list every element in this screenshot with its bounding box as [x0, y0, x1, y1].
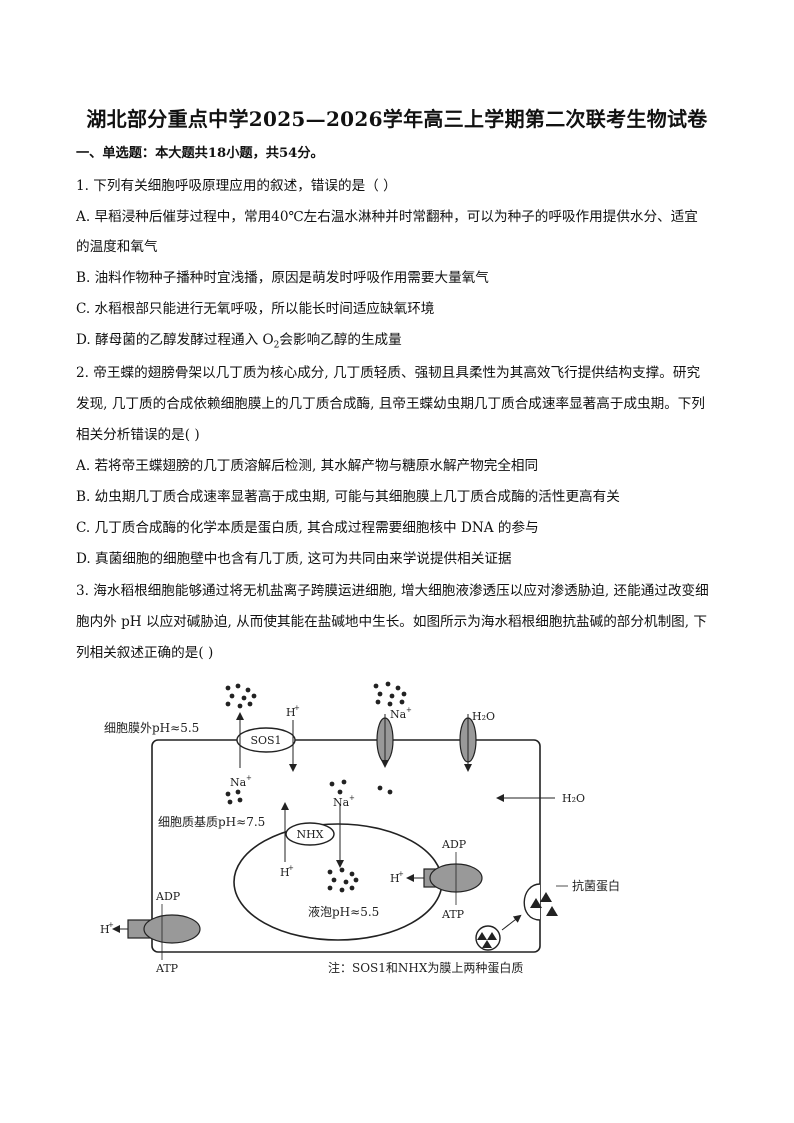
antibacterial-protein-label: 抗菌蛋白 [572, 878, 620, 893]
vacuole-h-plus: + [398, 870, 404, 878]
q1-option-d-post: 会影响乙醇的生成量 [279, 332, 402, 348]
channel-na-label: Na [390, 708, 407, 721]
q2-option-b: B. 幼虫期几丁质合成速率显著高于成虫期, 可能与其细胞膜上几丁质合成酶的活性更… [76, 489, 620, 505]
exam-title: 湖北部分重点中学2025—2026学年高三上学期第二次联考生物试卷 [86, 107, 708, 131]
nhx-na-plus: + [349, 794, 355, 802]
salt-tolerance-diagram: 细胞膜外pH≈5.5 细胞质基质pH≈7.5 液泡pH≈5.5 SOS1 H +… [100, 680, 634, 980]
q1-option-b: B. 油料作物种子播种时宜浅播，原因是萌发时呼吸作用需要大量氧气 [76, 270, 489, 286]
membrane-h-plus: + [108, 921, 114, 929]
q2-option-a: A. 若将帝王蝶翅膀的几丁质溶解后检测, 其水解产物与糖原水解产物完全相同 [76, 458, 539, 474]
cytoplasm-ph-label: 细胞质基质pH≈7.5 [158, 815, 265, 829]
sos1-na-plus: + [246, 774, 252, 782]
sos1-h-label: H [286, 706, 296, 719]
q1-stem: 1. 下列有关细胞呼吸原理应用的叙述，错误的是（ ） [76, 178, 397, 194]
vacuole-ph-label: 液泡pH≈5.5 [308, 904, 379, 919]
channel-h2o-label: H₂O [472, 710, 495, 723]
protein-triangles-released [530, 892, 558, 916]
q2-stem-line2: 发现, 几丁质的合成依赖细胞膜上的几丁质合成酶, 且帝王蝶幼虫期几丁质合成速率显… [76, 396, 705, 412]
nhx-protein [285, 822, 335, 846]
diagram-svg: 细胞膜外pH≈5.5 细胞质基质pH≈7.5 液泡pH≈5.5 SOS1 H +… [100, 681, 620, 975]
q2-stem-line3: 相关分析错误的是( ) [76, 427, 200, 443]
sos1-protein [236, 727, 296, 753]
inside-h2o-label: H₂O [562, 792, 585, 805]
q3-stem-line2: 胞内外 pH 以应对碱胁迫, 从而使其能在盐碱地中生长。如图所示为海水稻根细胞抗… [76, 614, 708, 630]
section-header: 一、单选题：本大题共18小题，共54分。 [76, 146, 324, 161]
sos1-h-plus: + [294, 704, 300, 712]
protein-triangles-vesicle [477, 932, 497, 948]
membrane-atp-label: ATP [155, 962, 179, 975]
nhx-h-label: H [280, 866, 290, 879]
membrane-proton-pump [143, 914, 201, 944]
q3-stem-line3: 列相关叙述正确的是( ) [76, 645, 214, 661]
vacuole-adp-label: ADP [441, 838, 467, 851]
q1-option-c: C. 水稻根部只能进行无氧呼吸，所以能长时间适应缺氧环境 [76, 301, 435, 317]
q1-option-a-line1: A. 早稻浸种后催芽过程中，常用40℃左右温水淋种并时常翻种，可以为种子的呼吸作… [76, 209, 698, 225]
nhx-h-plus: + [288, 864, 294, 872]
q1-option-d: D. 酵母菌的乙醇发酵过程通入 O2会影响乙醇的生成量 [76, 331, 726, 355]
figure-note: 注：SOS1和NHX为膜上两种蛋白质 [328, 960, 523, 975]
na-dots-cytoplasm [329, 779, 347, 795]
vesicle-to-membrane-arrow [501, 914, 522, 931]
na-dots-inside-2 [377, 785, 393, 795]
vacuole [233, 823, 443, 941]
q2-stem-line1: 2. 帝王蝶的翅膀骨架以几丁质为核心成分, 几丁质轻质、强韧且具柔性为其高效飞行… [76, 365, 701, 381]
na-dots-inside-1 [225, 789, 243, 805]
nhx-label: NHX [296, 828, 323, 841]
nhx-na-label: Na [333, 796, 350, 809]
vacuole-h-label: H [390, 872, 400, 885]
sos1-na-label: Na [230, 776, 247, 789]
q1-option-a-line2: 的温度和氧气 [76, 239, 158, 255]
q1-option-d-pre: D. 酵母菌的乙醇发酵过程通入 O [76, 332, 274, 348]
na-dots-vacuole [327, 867, 359, 893]
sos1-label: SOS1 [250, 734, 281, 747]
membrane-h-label: H [100, 923, 110, 936]
na-dots-outside-1 [225, 683, 257, 709]
exocytosis-vesicle [523, 883, 541, 921]
cell-membrane [151, 739, 541, 953]
na-dots-outside-2 [373, 681, 407, 707]
channel-na-plus: + [406, 706, 412, 714]
q2-option-c: C. 几丁质合成酶的化学本质是蛋白质, 其合成过程需要细胞核中 DNA 的参与 [76, 520, 539, 536]
vacuole-atp-label: ATP [441, 908, 465, 921]
membrane-adp-label: ADP [155, 890, 181, 903]
q3-stem-line1: 3. 海水稻根细胞能够通过将无机盐离子跨膜运进细胞, 增大细胞液渗透压以应对渗透… [76, 583, 709, 599]
outside-ph-label: 细胞膜外pH≈5.5 [104, 721, 199, 735]
q1-option-d-sub: 2 [273, 340, 280, 351]
q2-option-d: D. 真菌细胞的细胞壁中也含有几丁质, 这可为共同由来学说提供相关证据 [76, 551, 512, 567]
